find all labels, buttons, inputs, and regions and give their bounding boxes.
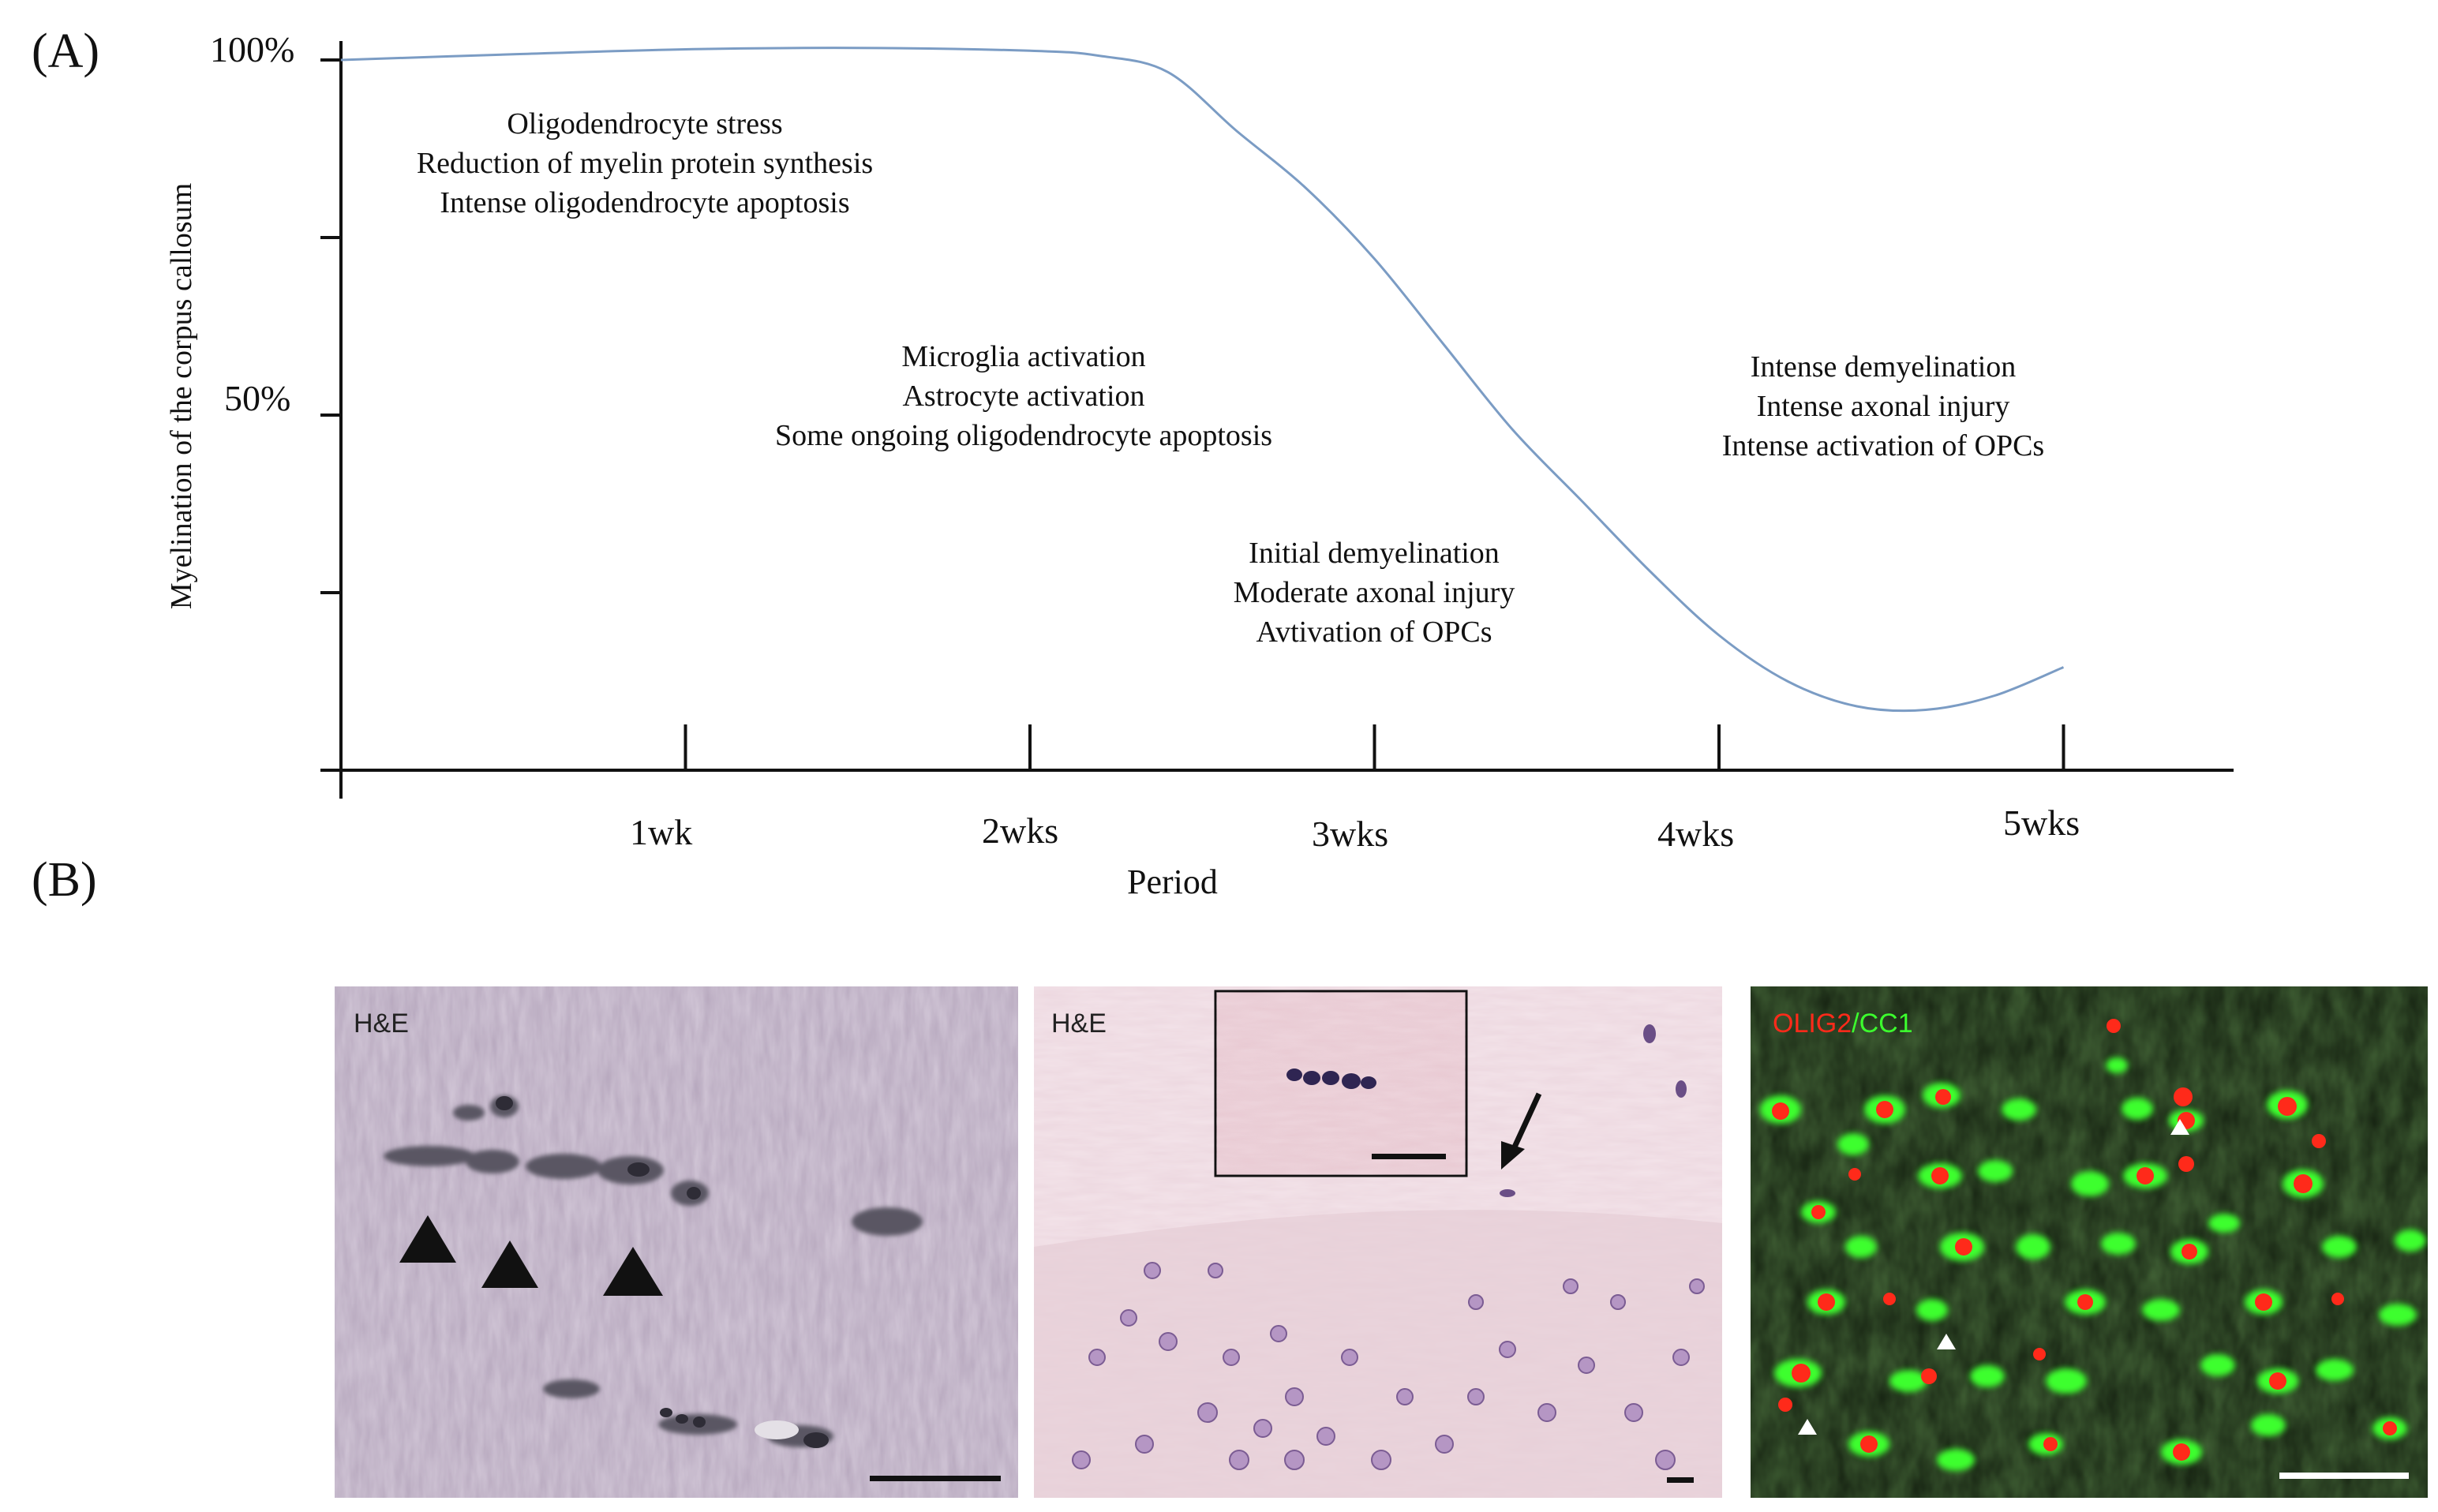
stain-label: H&E — [1051, 1009, 1107, 1039]
arrowhead-icon — [603, 1247, 663, 1296]
annotation-line: Moderate axonal injury — [1233, 576, 1515, 609]
arrowhead-icon — [1937, 1334, 1956, 1349]
scale-bar — [1667, 1477, 1694, 1483]
y-axis-label: Myelination of the corpus callosum — [165, 182, 198, 610]
annotation-line: Initial demyelination — [1249, 537, 1500, 570]
arrowhead-icon — [2170, 1119, 2189, 1135]
x-tick-5wks: 5wks — [2003, 803, 2080, 843]
inset-scale-bar — [1372, 1154, 1446, 1159]
annotation-stage-3: Initial demyelination Moderate axonal in… — [1204, 533, 1544, 652]
arrowhead-markers — [399, 1215, 663, 1296]
annotation-stage-1: Oligodendrocyte stress Reduction of myel… — [388, 104, 901, 223]
annotation-line: Reduction of myelin protein synthesis — [416, 147, 874, 180]
stain-label: H&E — [354, 1009, 409, 1039]
he-micrograph-1: H&E — [335, 986, 1018, 1498]
olig2-nuclei — [1772, 1019, 2397, 1461]
annotation-stage-2: Microglia activation Astrocyte activatio… — [743, 337, 1304, 455]
fluorescence-micrograph: OLIG2/CC1 — [1751, 986, 2428, 1498]
he-micrograph-2: H&E — [1034, 986, 1722, 1498]
annotation-line: Intense activation of OPCs — [1721, 429, 2045, 462]
olig2-label: OLIG2 — [1773, 1009, 1852, 1039]
x-axis-label: Period — [1127, 863, 1218, 901]
panel-a-label: (A) — [32, 24, 100, 78]
scale-bar — [870, 1476, 1001, 1481]
stain-separator: / — [1852, 1009, 1859, 1039]
nuclei-dark — [496, 1096, 829, 1448]
myelination-curve — [340, 47, 2065, 713]
annotation-line: Astrocyte activation — [902, 380, 1145, 413]
nuclei-chain — [384, 1095, 923, 1447]
annotation-stage-4: Intense demyelination Intense axonal inj… — [1686, 347, 2080, 466]
annotation-line: Oligodendrocyte stress — [507, 107, 783, 140]
y-tick-100: 100% — [210, 29, 295, 69]
x-tick-3wks: 3wks — [1312, 814, 1389, 854]
scale-bar — [2279, 1473, 2409, 1479]
x-tick-2wks: 2wks — [982, 810, 1059, 851]
myelination-chart — [320, 41, 2234, 799]
arrow-icon — [1501, 1092, 1542, 1170]
arrowhead-icon — [399, 1215, 456, 1263]
annotation-line: Intense axonal injury — [1756, 390, 2010, 423]
annotation-line: Intense oligodendrocyte apoptosis — [440, 186, 850, 219]
stain-label: OLIG2/CC1 — [1773, 1009, 1913, 1039]
x-tick-4wks: 4wks — [1657, 814, 1735, 854]
y-tick-50: 50% — [224, 378, 291, 418]
annotation-line: Microglia activation — [901, 340, 1146, 373]
annotation-line: Some ongoing oligodendrocyte apoptosis — [774, 419, 1273, 452]
arrowhead-icon — [1798, 1419, 1817, 1435]
x-tick-1wk: 1wk — [630, 812, 693, 852]
panel-b-label: (B) — [32, 853, 97, 907]
inset-box — [1214, 990, 1468, 1177]
annotation-line: Intense demyelination — [1750, 350, 2017, 384]
arrowhead-icon — [481, 1241, 538, 1288]
cell-nuclei — [1072, 1262, 1705, 1470]
annotation-line: Avtivation of OPCs — [1256, 616, 1492, 649]
cc1-label: CC1 — [1859, 1009, 1913, 1039]
arrowhead-markers — [1798, 1119, 2189, 1435]
